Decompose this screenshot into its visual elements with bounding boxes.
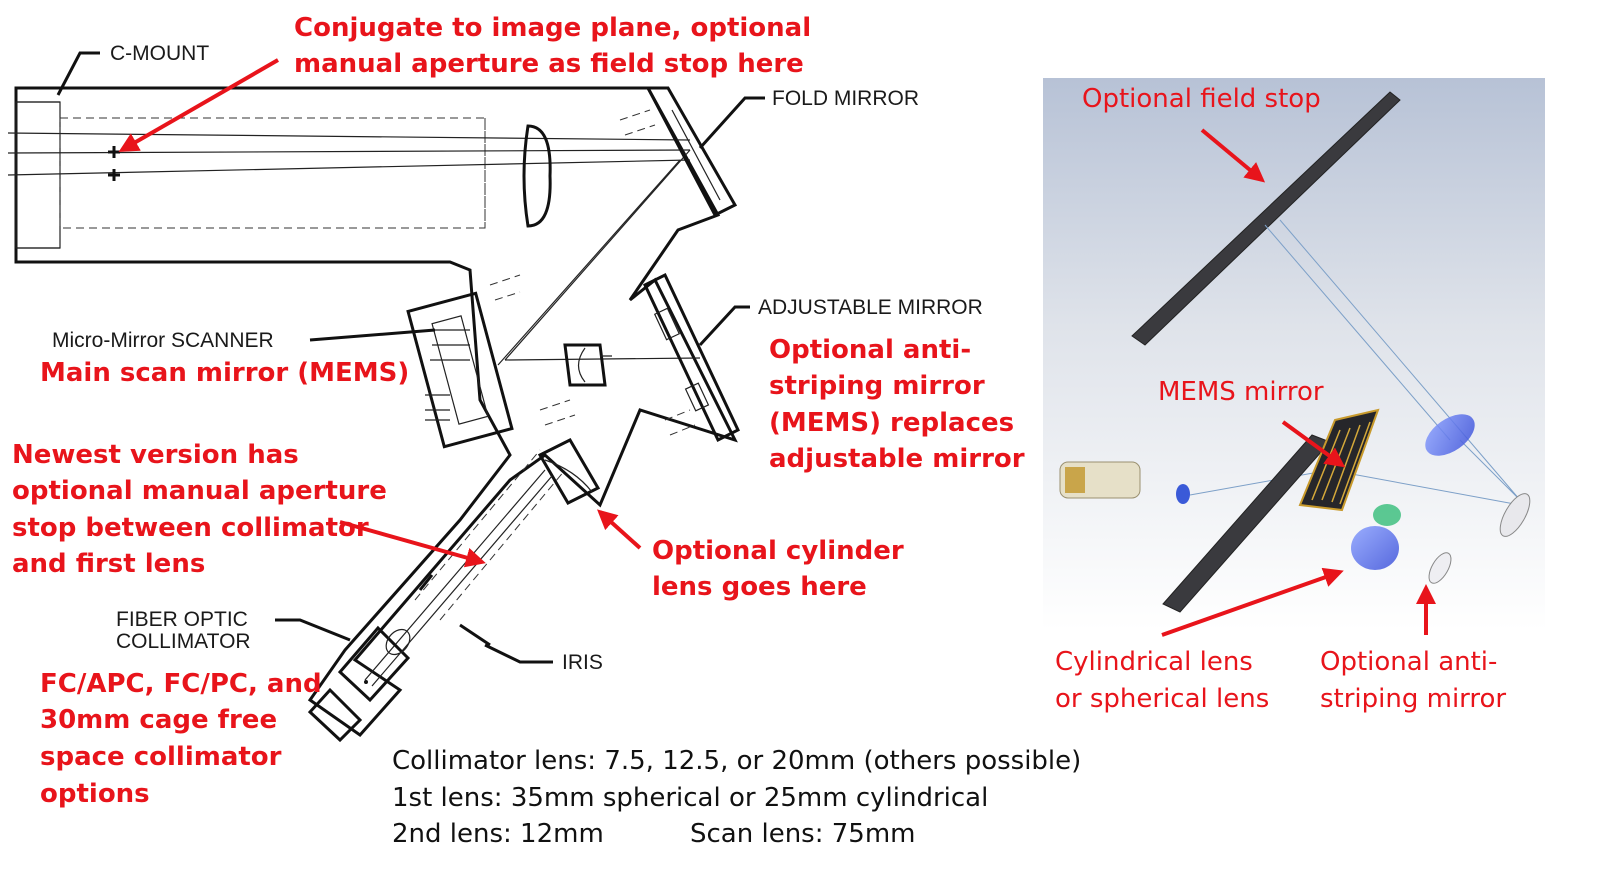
- field-stop-plate: [1131, 91, 1401, 346]
- engineering-drawing: [7, 86, 740, 743]
- label-scanner: Micro-Mirror SCANNER: [52, 329, 274, 352]
- arrow-mems: [1281, 420, 1346, 468]
- spec-line-1: Collimator lens: 7.5, 12.5, or 20mm (oth…: [392, 746, 1081, 776]
- annotation-newest-1: Newest version has: [12, 440, 299, 470]
- spec-line-3a: 2nd lens: 12mm: [392, 819, 604, 849]
- annotation-anti-3: (MEMS) replaces: [769, 408, 1014, 438]
- annotation-fc-2: 30mm cage free: [40, 705, 277, 735]
- label-adjustable-mirror: ADJUSTABLE MIRROR: [758, 296, 983, 319]
- render-label-mems: MEMS mirror: [1158, 377, 1324, 407]
- arrow-field-stop: [1200, 128, 1266, 183]
- arrow-cylinder-lens: [597, 509, 642, 550]
- red-annotations: Conjugate to image plane, optional manua…: [12, 13, 1025, 809]
- second-lens: [563, 343, 607, 387]
- render-fold-mirror: [1499, 493, 1531, 537]
- render-panel: [1043, 78, 1545, 630]
- annotation-newest-4: and first lens: [12, 549, 205, 579]
- render-label-cyl-1: Cylindrical lens: [1055, 647, 1253, 677]
- specs: Collimator lens: 7.5, 12.5, or 20mm (oth…: [392, 746, 1081, 849]
- annotation-conjugate-2: manual aperture as field stop here: [294, 49, 804, 79]
- render-background: [1043, 78, 1545, 630]
- mems-board: [1162, 434, 1331, 613]
- scan-lens: [522, 124, 552, 228]
- annotation-conjugate-1: Conjugate to image plane, optional: [294, 13, 811, 43]
- arrow-conjugate: [118, 58, 279, 152]
- render-cyl-lens: [1351, 526, 1399, 570]
- render-label-anti-2: striping mirror: [1320, 684, 1506, 714]
- annotation-cyl-2: lens goes here: [652, 572, 867, 602]
- annotation-fc-4: options: [40, 779, 150, 809]
- drawing-labels: C-MOUNT FOLD MIRROR ADJUSTABLE MIRROR Mi…: [52, 42, 983, 674]
- label-iris: IRIS: [562, 651, 603, 674]
- render-labels: Optional field stop MEMS mirror Cylindri…: [1055, 84, 1506, 714]
- annotation-main-scan: Main scan mirror (MEMS): [40, 358, 409, 388]
- annotation-anti-2: striping mirror: [769, 371, 985, 401]
- label-fold-mirror: FOLD MIRROR: [772, 87, 919, 110]
- render-anti-mirror: [1428, 552, 1452, 584]
- collimator-body: [337, 625, 411, 703]
- arrow-aperture-stop: [339, 520, 486, 568]
- annotation-newest-3: stop between collimator: [12, 513, 369, 543]
- annotation-anti-1: Optional anti-: [769, 335, 971, 365]
- spec-line-2: 1st lens: 35mm spherical or 25mm cylindr…: [392, 783, 988, 813]
- spec-line-3b: Scan lens: 75mm: [690, 819, 915, 849]
- housing-outline: [14, 86, 738, 737]
- render-scan-lens: [1425, 414, 1475, 456]
- render-label-cyl-2: or spherical lens: [1055, 684, 1269, 714]
- cylinder-lens: [537, 438, 601, 505]
- annotation-fc-3: space collimator: [40, 742, 282, 772]
- label-c-mount: C-MOUNT: [110, 42, 209, 65]
- label-fiber-line2: COLLIMATOR: [116, 630, 251, 653]
- render-label-anti-1: Optional anti-: [1320, 647, 1497, 677]
- annotation-newest-2: optional manual aperture: [12, 476, 387, 506]
- annotation-fc-1: FC/APC, FC/PC, and: [40, 669, 322, 699]
- arrow-cyl-lens: [1161, 567, 1344, 637]
- annotation-anti-4: adjustable mirror: [769, 444, 1025, 474]
- scanner-mount: [406, 291, 514, 449]
- annotation-cyl-1: Optional cylinder: [652, 536, 904, 566]
- fold-mirror-block: [645, 86, 738, 217]
- label-fiber-line1: FIBER OPTIC: [116, 608, 248, 631]
- adjustable-mirror-block: [643, 272, 740, 443]
- render-label-field-stop: Optional field stop: [1082, 84, 1321, 114]
